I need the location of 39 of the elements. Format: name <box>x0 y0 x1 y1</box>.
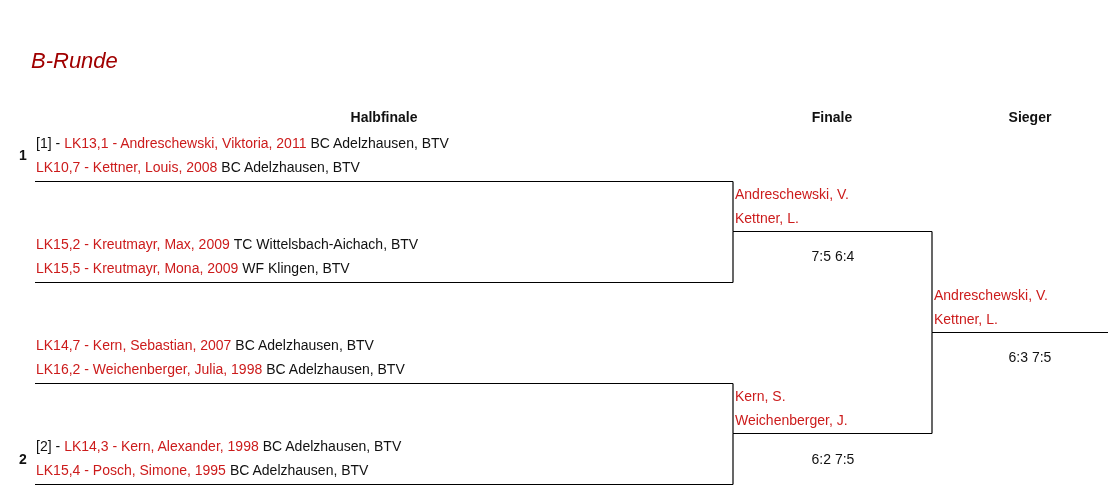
player-info: LK15,4 - Posch, Simone, 1995 <box>36 461 226 480</box>
match-score: 6:3 7:5 <box>1008 348 1052 366</box>
bracket-line <box>732 432 734 486</box>
page-title: B-Runde <box>31 48 118 74</box>
club-name: BC Adelzhausen, BTV <box>266 360 405 379</box>
column-heading: Halbfinale <box>350 108 418 126</box>
bracket-line <box>732 230 734 284</box>
player-info: Kettner, L. <box>934 310 998 329</box>
club-name: BC Adelzhausen, BTV <box>310 134 449 153</box>
player-info: LK14,7 - Kern, Sebastian, 2007 <box>36 336 232 355</box>
player-info: LK15,2 - Kreutmayr, Max, 2009 <box>36 235 230 254</box>
player-info: Weichenberger, J. <box>735 411 848 430</box>
player-info: LK13,1 - Andreschewski, Viktoria, 2011 <box>64 134 307 153</box>
bracket-line <box>931 331 933 435</box>
seed-number: 2 <box>19 450 27 468</box>
player-info: LK15,5 - Kreutmayr, Mona, 2009 <box>36 259 239 278</box>
club-name: BC Adelzhausen, BTV <box>229 461 369 480</box>
seed-label: [2] - <box>36 437 61 456</box>
bracket-line <box>732 382 734 435</box>
club-name: TC Wittelsbach-Aichach, BTV <box>233 235 419 254</box>
seed-number: 1 <box>19 146 27 164</box>
match-score: 7:5 6:4 <box>811 247 855 265</box>
column-heading: Sieger <box>1008 108 1052 126</box>
club-name: BC Adelzhausen, BTV <box>262 437 402 456</box>
match-score: 6:2 7:5 <box>811 450 855 468</box>
bracket-line <box>931 230 933 334</box>
club-name: BC Adelzhausen, BTV <box>221 158 360 177</box>
seed-label: [1] - <box>36 134 61 153</box>
club-name: BC Adelzhausen, BTV <box>235 336 374 355</box>
bracket-line <box>732 180 734 233</box>
player-info: LK14,3 - Kern, Alexander, 1998 <box>64 437 259 456</box>
player-info: Andreschewski, V. <box>934 286 1048 305</box>
player-info: Kettner, L. <box>735 209 799 228</box>
player-info: Andreschewski, V. <box>735 185 849 204</box>
player-info: LK10,7 - Kettner, Louis, 2008 <box>36 158 218 177</box>
club-name: WF Klingen, BTV <box>242 259 350 278</box>
column-heading: Finale <box>811 108 853 126</box>
player-info: LK16,2 - Weichenberger, Julia, 1998 <box>36 360 263 379</box>
player-info: Kern, S. <box>735 387 786 406</box>
